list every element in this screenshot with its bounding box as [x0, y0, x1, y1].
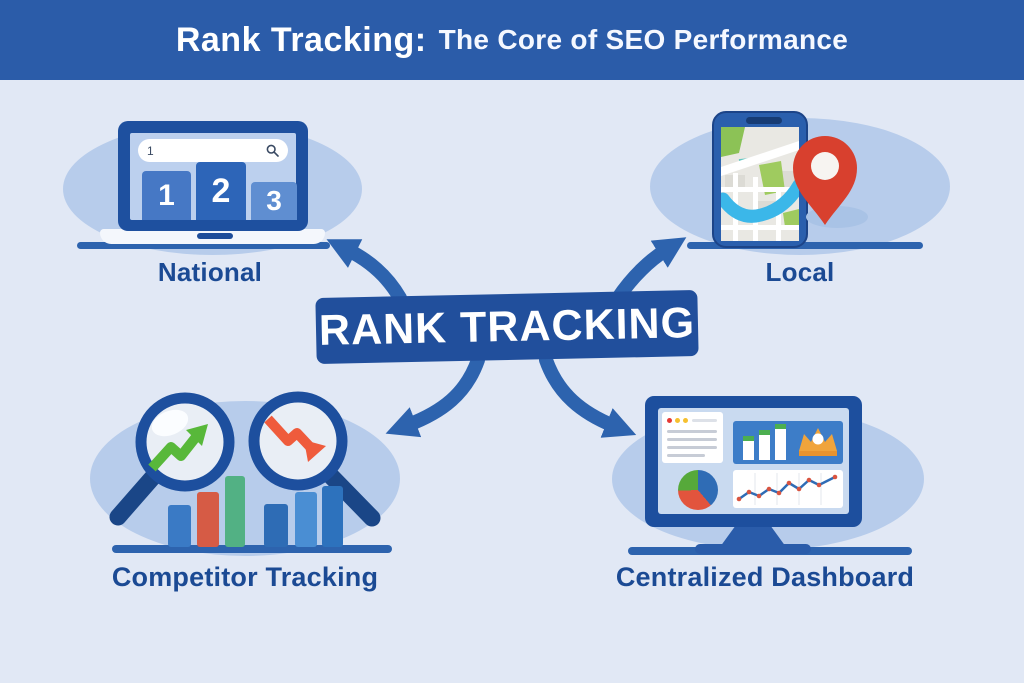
local-label: Local: [765, 257, 835, 287]
dashboard-bars-crown: [743, 424, 837, 460]
national-label: National: [157, 257, 263, 287]
arrow-to-competitor: [385, 353, 485, 438]
card-line: [692, 419, 717, 422]
dashboard-text-card: [662, 412, 723, 463]
location-pin-icon: [793, 136, 857, 225]
rank-box-3: 3: [251, 182, 297, 220]
page-title-secondary: The Core of SEO Performance: [438, 24, 849, 55]
rank-number-3: 3: [266, 185, 282, 216]
crown-icon: [799, 428, 837, 456]
arrow-to-national: [326, 239, 407, 305]
dashboard-pie-chart: [678, 470, 718, 510]
magnifier-down-handle: [321, 466, 381, 527]
dashboard-line-chart-plot: [736, 473, 838, 505]
rank-box-1: 1: [142, 171, 191, 220]
search-input[interactable]: 1: [138, 139, 288, 162]
laptop-hinge: [197, 233, 233, 239]
map-screen: [721, 127, 799, 241]
rank-box-2: 2: [196, 162, 246, 220]
map-park-1: [721, 127, 745, 157]
dashboard-label: Centralized Dashboard: [615, 562, 915, 592]
card-line: [667, 438, 717, 441]
card-line: [667, 446, 717, 449]
map-park-2: [759, 161, 785, 195]
map-road-diagonal: [721, 141, 799, 176]
search-icon: [266, 144, 279, 157]
magnifier-trend-down: [248, 391, 348, 491]
map-park-3: [783, 209, 799, 227]
card-line: [667, 430, 717, 433]
map-river: [721, 178, 799, 223]
red-dot-icon: [667, 418, 672, 423]
phone-speaker: [746, 117, 782, 124]
dashboard-line-chart: [733, 470, 843, 508]
competitor-illustration: [109, 391, 392, 553]
center-hub-label: RANK TRACKING: [318, 298, 696, 355]
laptop-shadow: [77, 242, 330, 249]
page-title-primary: Rank Tracking:: [175, 20, 427, 59]
phone-shadow: [687, 242, 923, 249]
monitor-stand: [720, 527, 786, 547]
rank-number-2: 2: [211, 171, 231, 210]
header-banner: Rank Tracking: The Core of SEO Performan…: [0, 0, 1024, 80]
search-value: 1: [147, 143, 154, 158]
magnifier-trend-up: [135, 392, 235, 492]
competitor-label: Competitor Tracking: [111, 562, 379, 592]
center-hub-banner: RANK TRACKING: [315, 290, 699, 364]
monitor-base: [695, 544, 811, 554]
card-line: [667, 454, 705, 457]
rank-number-1: 1: [158, 178, 175, 212]
yellow-dot-icon: [683, 418, 688, 423]
yellow-dot-icon: [675, 418, 680, 423]
magnifier-up-handle: [109, 468, 162, 526]
trend-up-arrow-icon: [148, 433, 200, 472]
competitor-bars: [168, 476, 343, 547]
arrow-to-dashboard: [539, 353, 637, 438]
competitor-shadow: [112, 545, 392, 553]
